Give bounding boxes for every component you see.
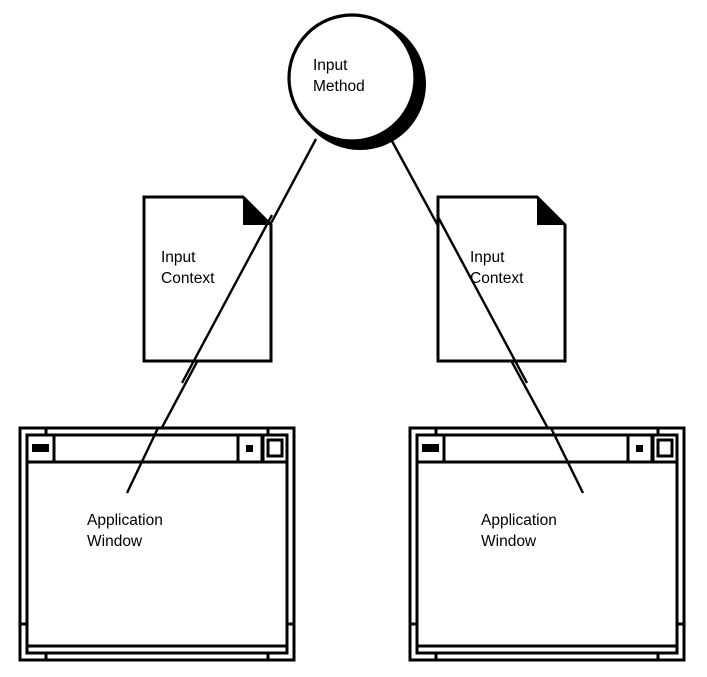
node-application-window-left[interactable]: Application Window	[18, 426, 296, 662]
node-application-window-right[interactable]: Application Window	[408, 426, 686, 662]
input-context-left-page	[142, 195, 273, 363]
connector-right-over-document	[435, 214, 529, 384]
input-context-left-label-line2: Context	[161, 270, 215, 287]
node-input-context-right[interactable]: Input Context	[436, 195, 567, 363]
input-context-right-page	[436, 195, 567, 363]
input-context-left-label-line1: Input	[161, 249, 196, 266]
window-left-label-line2: Window	[87, 533, 143, 550]
connector-right-over-window	[549, 427, 585, 494]
window-left-maximize-icon	[266, 438, 284, 458]
window-right-label-line2: Window	[481, 533, 537, 550]
input-context-right-fold-icon	[537, 197, 565, 225]
input-method-circle	[287, 13, 417, 143]
input-context-right-label-line1: Input	[470, 249, 505, 266]
input-context-right-label-line2: Context	[470, 270, 524, 287]
window-right-maximize-icon	[656, 438, 674, 458]
window-left-inner-frame	[25, 433, 289, 655]
connector-overlays	[125, 214, 585, 494]
window-left-label-line1: Application	[87, 512, 163, 529]
window-right-minimize-icon	[636, 445, 643, 452]
window-right-label-line1: Application	[481, 512, 557, 529]
input-method-label-line1: Input	[313, 57, 348, 74]
input-method-label-line2: Method	[313, 78, 365, 95]
node-input-method[interactable]: Input Method	[287, 13, 426, 150]
window-right-inner-frame	[415, 433, 679, 655]
connector-left-over-document	[180, 214, 274, 384]
input-context-left-fold-icon	[243, 197, 271, 225]
window-left-minimize-icon	[246, 445, 253, 452]
connector-left-over-window	[125, 427, 160, 494]
node-input-context-left[interactable]: Input Context	[142, 195, 273, 363]
window-right-menu-icon	[422, 444, 439, 452]
window-left-menu-icon	[32, 444, 49, 452]
